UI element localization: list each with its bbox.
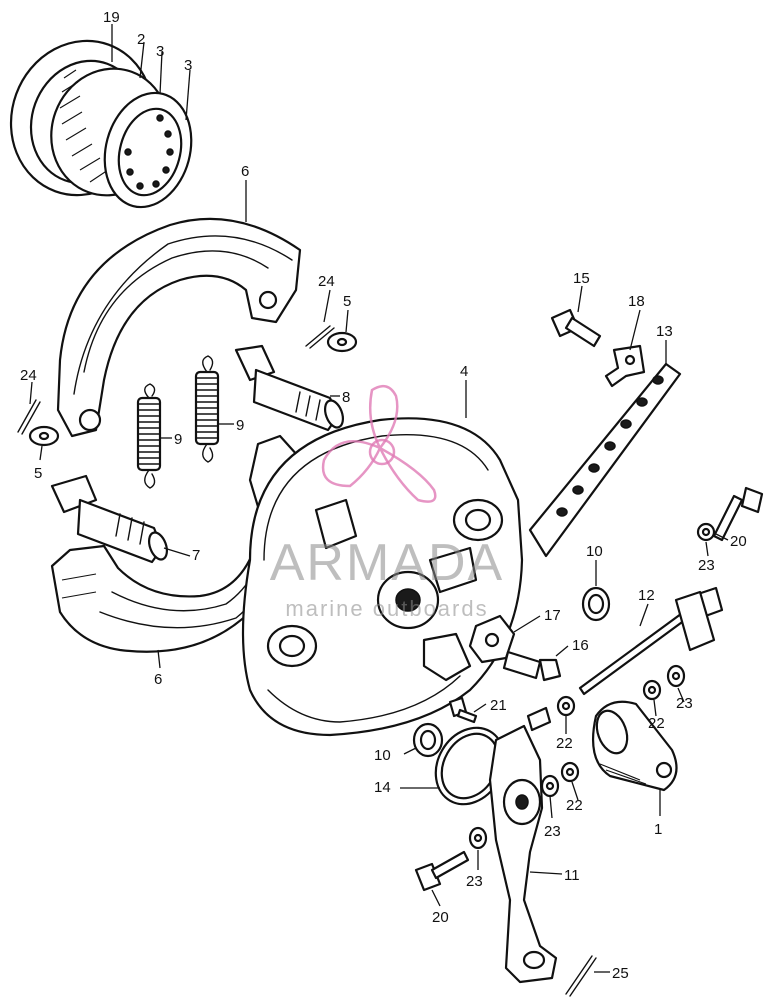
callout-18: 18: [628, 293, 645, 310]
watermark: ARMADA marine outboards: [270, 384, 504, 621]
callout-21: 21: [490, 697, 507, 714]
callout-22-a: 22: [648, 715, 665, 732]
callout-7: 7: [192, 547, 200, 564]
callout-23-right: 23: [698, 557, 715, 574]
washer-left: [28, 425, 60, 447]
washer-upper: [326, 331, 358, 353]
callout-2: 2: [137, 31, 145, 48]
callout-14: 14: [374, 779, 391, 796]
callout-3-a: 3: [156, 43, 164, 60]
washer-10-lower: [412, 722, 444, 758]
callout-23-a: 23: [676, 695, 693, 712]
washer-10-upper: [581, 586, 611, 622]
callout-6-lower: 6: [154, 671, 162, 688]
callout-22-c: 22: [566, 797, 583, 814]
torque-link-arm: [528, 362, 682, 558]
brake-lever: [488, 706, 558, 984]
nut-22-b: [556, 695, 576, 717]
nut-22-c: [560, 761, 580, 783]
callout-24-left: 24: [20, 367, 37, 384]
callout-labels: 19 2 3 3 6 24 5 15 18 13 24 9 9 8 4 5 7 …: [20, 9, 747, 982]
callout-16: 16: [572, 637, 589, 654]
callout-23-c: 23: [466, 873, 483, 890]
watermark-brand: ARMADA: [270, 534, 504, 592]
bolt-upper: [550, 308, 602, 348]
callout-20-right: 20: [730, 533, 747, 550]
callout-10-upper: 10: [586, 543, 603, 560]
callout-5-left: 5: [34, 465, 42, 482]
cam-shaft-upper: [234, 344, 345, 432]
leader-lines: [29, 24, 729, 973]
watermark-tagline: marine outboards: [285, 596, 488, 621]
callout-4: 4: [460, 363, 468, 380]
washer-23-a: [666, 664, 686, 688]
spring-clip: [604, 344, 646, 388]
callout-19: 19: [103, 9, 120, 26]
callout-13: 13: [656, 323, 673, 340]
cam-shaft-lower: [50, 474, 169, 564]
callout-12: 12: [638, 587, 655, 604]
brake-panel: [241, 417, 524, 737]
callout-8: 8: [342, 389, 350, 406]
callout-1: 1: [654, 821, 662, 838]
callout-9-left: 9: [174, 431, 182, 448]
callout-10-lower: 10: [374, 747, 391, 764]
spring-right: [194, 355, 220, 463]
callout-11: 11: [564, 867, 580, 884]
hub-ring-assembly: [9, 39, 193, 209]
watermark-hub: [368, 438, 396, 466]
callout-3-b: 3: [184, 57, 192, 74]
callout-25: 25: [612, 965, 629, 982]
callout-5-upper: 5: [343, 293, 351, 310]
callout-22-b: 22: [556, 735, 573, 752]
callout-15: 15: [573, 270, 590, 287]
nut-22-a: [642, 679, 662, 701]
callout-24-upper: 24: [318, 273, 335, 290]
callout-17: 17: [544, 607, 561, 624]
bolt-lower: [414, 850, 470, 892]
spring-left: [136, 383, 162, 489]
cotter-pin-upper: [305, 325, 335, 349]
callout-9-right: 9: [236, 417, 244, 434]
pin-25: [565, 955, 597, 997]
callout-6-upper: 6: [241, 163, 249, 180]
brake-shoe-upper: [56, 217, 302, 438]
washer-right: [696, 522, 716, 542]
callout-20-lower: 20: [432, 909, 449, 926]
brake-arm-housing: [592, 590, 716, 792]
washer-23-b: [540, 774, 560, 798]
bolt-middle: [502, 650, 562, 682]
callout-23-b: 23: [544, 823, 561, 840]
watermark-propeller-logo: [321, 384, 437, 503]
cotter-pin-left: [17, 399, 41, 435]
screw-21: [448, 696, 478, 724]
washer-23-c: [468, 826, 488, 850]
